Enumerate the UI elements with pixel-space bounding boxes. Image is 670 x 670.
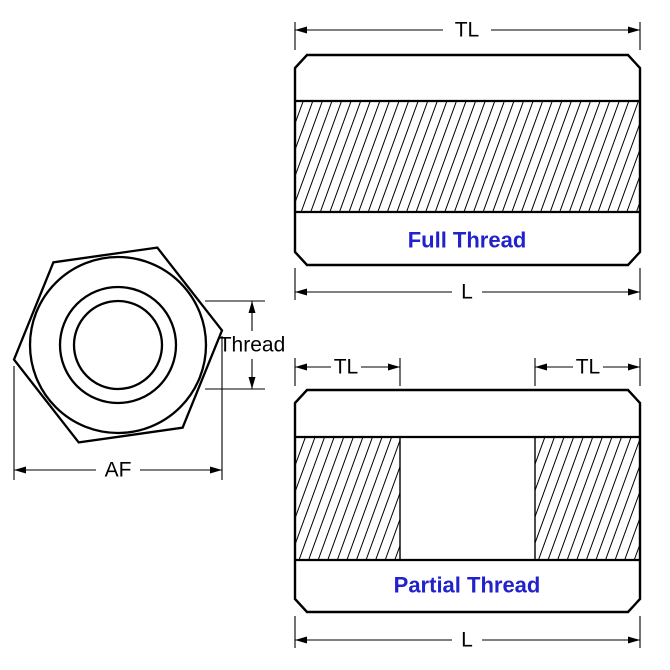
- thread-arrow-up-icon: [248, 301, 256, 313]
- tl-right-label: TL: [576, 356, 601, 379]
- tl-left-arrow-left-icon: [295, 363, 307, 371]
- full-thread-body-outline: [293, 53, 642, 267]
- thread-label: Thread: [219, 334, 286, 357]
- l-bottom-arrow-left-icon: [295, 636, 307, 644]
- af-arrow-right-icon: [210, 466, 222, 474]
- thread-bore-circle: [72, 299, 164, 391]
- tl-left-arrow-right-icon: [388, 363, 400, 371]
- l-dimension-top: L: [294, 268, 641, 304]
- full-thread-hatch: [295, 101, 640, 212]
- tl-top-arrow-left-icon: [295, 26, 307, 34]
- tl-dimension-left: TL: [294, 356, 401, 386]
- tl-right-arrow-left-icon: [535, 363, 547, 371]
- af-dimension: AF: [13, 336, 223, 482]
- l-bottom-arrow-right-icon: [628, 636, 640, 644]
- af-arrow-left-icon: [14, 466, 26, 474]
- tl-dimension-right: TL: [534, 356, 641, 386]
- full-thread-view: Full Thread TL L: [293, 19, 642, 304]
- partial-thread-hatch-left: [295, 437, 400, 560]
- thread-arrow-down-icon: [248, 377, 256, 389]
- chamfer-circle: [28, 255, 208, 435]
- l-bottom-label: L: [461, 629, 473, 652]
- partial-thread-hatch-right: [535, 437, 640, 560]
- l-top-arrow-right-icon: [628, 288, 640, 296]
- af-label: AF: [105, 459, 132, 482]
- l-dimension-bottom: L: [294, 616, 641, 652]
- tl-left-label: TL: [334, 356, 359, 379]
- partial-thread-view: Partial Thread TL TL: [293, 356, 642, 652]
- l-top-label: L: [461, 281, 473, 304]
- partial-thread-body-outline: [293, 388, 642, 614]
- partial-thread-title: Partial Thread: [394, 573, 541, 598]
- full-thread-title: Full Thread: [408, 228, 527, 253]
- hex-end-view: Thread AF: [12, 246, 286, 482]
- tl-dimension-top: TL: [294, 19, 641, 50]
- l-top-arrow-left-icon: [295, 288, 307, 296]
- thread-dimension: Thread: [205, 300, 286, 390]
- hex-body-outline: [12, 246, 224, 444]
- tl-top-arrow-right-icon: [628, 26, 640, 34]
- tl-right-arrow-right-icon: [628, 363, 640, 371]
- thread-major-circle: [58, 285, 178, 405]
- tl-top-label: TL: [455, 19, 480, 42]
